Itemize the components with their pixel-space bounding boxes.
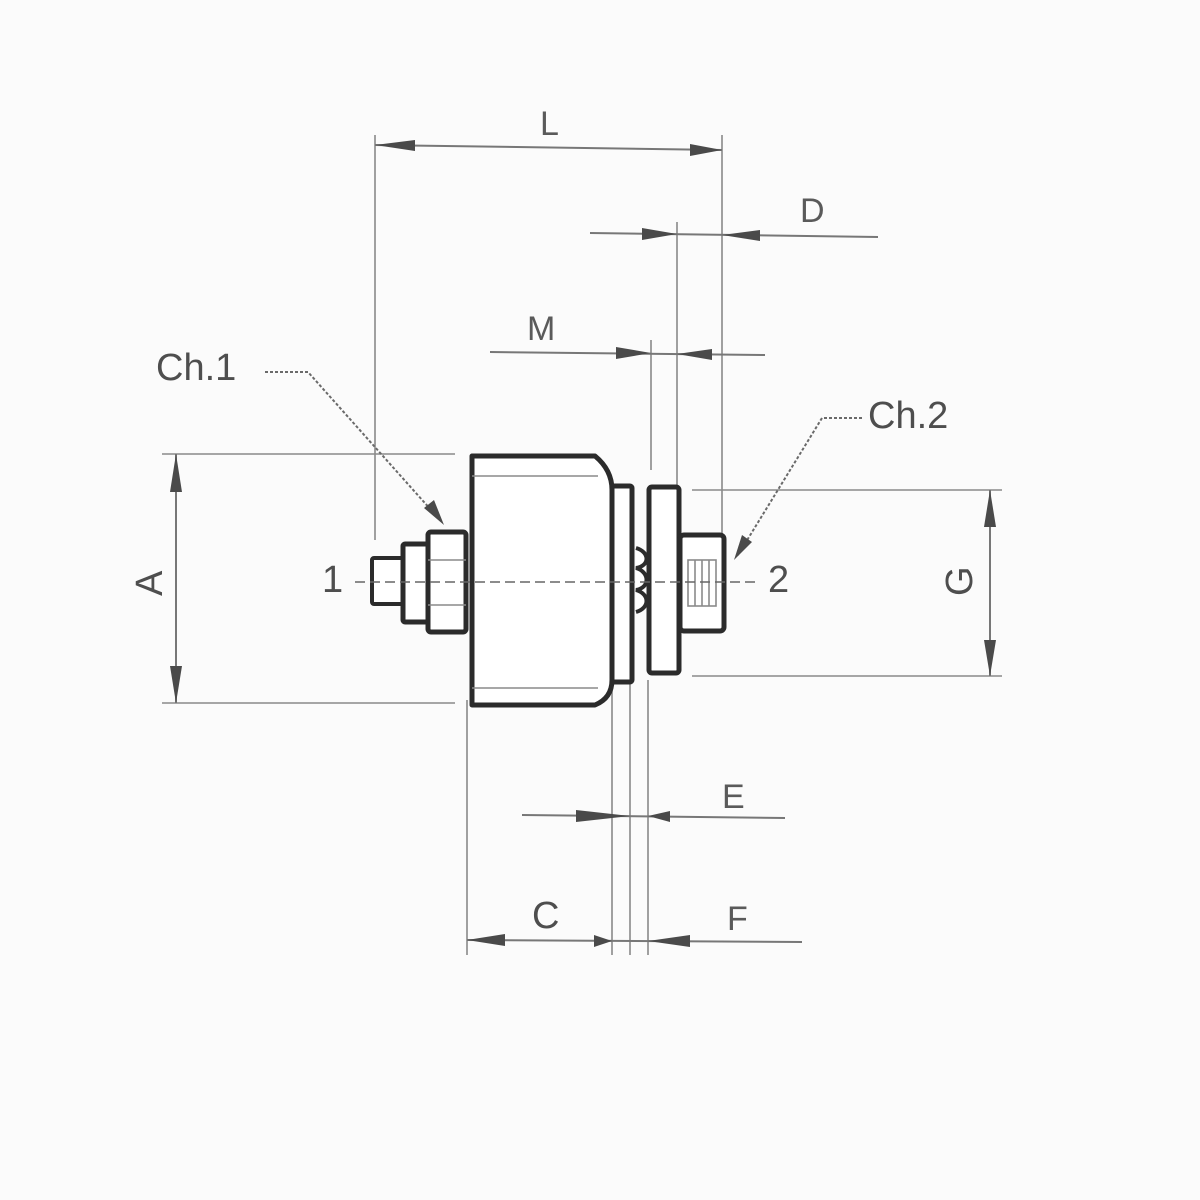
- arrowhead-E-left: [576, 810, 630, 822]
- port-2-label: 2: [768, 559, 789, 601]
- arrowhead-L-right: [690, 144, 722, 156]
- label-C: C: [532, 895, 559, 937]
- collar: [609, 483, 635, 685]
- arrowhead-C-left: [467, 934, 505, 946]
- arrowhead-A-bottom: [170, 666, 182, 703]
- arrowhead-L-left: [375, 140, 415, 151]
- release-spring: [635, 546, 649, 614]
- label-ch1: Ch.1: [156, 347, 236, 389]
- leader-ch1: [265, 371, 441, 521]
- gasket-plate: [646, 484, 682, 676]
- arrowhead-D-left: [642, 228, 677, 240]
- label-A: A: [129, 570, 171, 596]
- arrowhead-G-top: [984, 490, 996, 527]
- label-ch2: Ch.2: [868, 395, 948, 437]
- arrowhead-M-left: [616, 347, 651, 359]
- arrowhead-D-right: [722, 230, 760, 241]
- arrowhead-E-right: [648, 811, 670, 822]
- arrowhead-G-bottom: [984, 640, 996, 676]
- label-E: E: [722, 778, 745, 816]
- label-F: F: [727, 900, 748, 938]
- arrowhead-A-top: [170, 454, 182, 492]
- arrowhead-ch2: [734, 535, 752, 560]
- label-M: M: [527, 310, 555, 348]
- arrowhead-F: [648, 935, 690, 947]
- label-D: D: [800, 192, 825, 230]
- label-G: G: [939, 566, 981, 596]
- leader-ch2: [737, 417, 862, 556]
- port-1-label: 1: [322, 559, 343, 601]
- dimension-line-L: [374, 144, 723, 151]
- arrowhead-C-right: [594, 935, 612, 947]
- arrowhead-M-right: [677, 349, 712, 360]
- arrowhead-ch1: [424, 500, 444, 525]
- main-body: [469, 453, 615, 708]
- label-L: L: [540, 105, 559, 143]
- dimension-line-C-F: [466, 939, 803, 943]
